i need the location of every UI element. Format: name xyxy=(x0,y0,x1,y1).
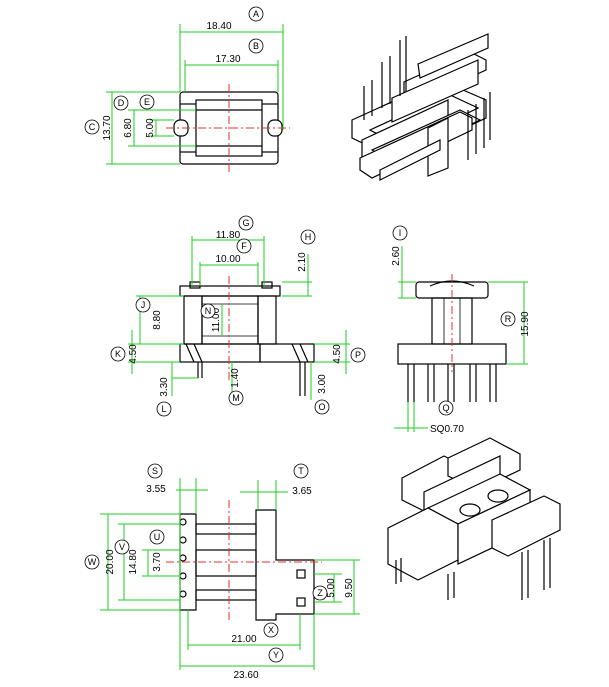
dim-M-value: 1.40 xyxy=(230,368,241,388)
dim-F-value: 10.00 xyxy=(215,254,240,265)
dim-D-badge: D xyxy=(118,98,125,108)
dim-S-badge: S xyxy=(152,466,158,476)
dim-G-value: 11.80 xyxy=(216,230,241,241)
dim-E-badge: E xyxy=(144,97,150,107)
dim-F-badge: F xyxy=(241,241,247,251)
dim-R-value: 15.90 xyxy=(520,311,531,336)
bottom-view: S 3.55 T 3.65 20.00 W 14.80 V 3.70 U Z 5… xyxy=(84,463,360,681)
dim-I-badge: I xyxy=(399,228,402,238)
dim-P-badge: P xyxy=(355,350,361,360)
dim-X-value: 21.00 xyxy=(231,634,256,645)
dim-Y-value: 23.60 xyxy=(233,670,258,681)
dim-M-badge: M xyxy=(232,393,240,403)
dim-W-value: 20.00 xyxy=(105,549,116,574)
dim-N-value: 11.00 xyxy=(211,307,222,332)
dim-Z-value: 5.00 xyxy=(326,578,337,598)
dim-C-value: 13.70 xyxy=(102,115,113,140)
dim-U-badge: U xyxy=(154,532,161,542)
dim-G-badge: G xyxy=(242,218,249,228)
dim-J-value: 8.80 xyxy=(152,310,163,330)
dim-P-value: 4.50 xyxy=(332,344,343,364)
dim-H-value: 2.10 xyxy=(297,252,308,272)
dim-R-badge: R xyxy=(505,314,512,324)
front-view: 11.80 G 10.00 F 2.10 H 8.80 J 11.00 N 4.… xyxy=(110,215,366,417)
dim-B-value: 17.30 xyxy=(215,54,240,65)
dim-C-badge: C xyxy=(89,122,96,132)
iso-view-bottom xyxy=(387,437,561,600)
dim-O-value: 3.00 xyxy=(317,374,328,394)
dim-S-value: 3.55 xyxy=(146,484,166,495)
dim-K-value: 4.50 xyxy=(128,344,139,364)
dim-N-badge: N xyxy=(205,306,212,316)
dim-A-value: 18.40 xyxy=(206,21,231,32)
dim-X-badge: X xyxy=(268,625,274,635)
dim-Y-badge: Y xyxy=(273,650,279,660)
dim-I-value: 2.60 xyxy=(391,246,402,266)
dim-J-badge: J xyxy=(141,300,146,310)
dim-E-value: 5.00 xyxy=(145,118,156,138)
iso-view-top xyxy=(351,33,491,181)
dim-L-badge: L xyxy=(161,404,166,414)
dim-D-value: 6.80 xyxy=(123,118,134,138)
dim-T-badge: T xyxy=(298,466,304,476)
dim-W-badge: W xyxy=(88,557,97,567)
dim-K-badge: K xyxy=(115,349,121,359)
side-view: 2.60 I 15.90 R Q SQ0.70 xyxy=(391,225,531,435)
dim-B-badge: B xyxy=(253,41,259,51)
dim-V-value: 14.80 xyxy=(128,549,139,574)
top-view: 18.40 A 17.30 B 13.70 C 6.80 D 5.00 E xyxy=(84,6,290,172)
dim-O-badge: O xyxy=(318,402,325,412)
dim-Q-badge: Q xyxy=(442,403,449,413)
dim-L-value: 3.30 xyxy=(159,377,170,397)
dim-H-badge: H xyxy=(305,232,312,242)
dim-V-badge: V xyxy=(119,542,125,552)
dim-Z2-value: 9.50 xyxy=(344,578,355,598)
dim-Q-value: SQ0.70 xyxy=(430,424,464,435)
dim-U-value: 3.70 xyxy=(152,552,163,572)
dim-A-badge: A xyxy=(253,9,259,19)
dim-Z-badge: Z xyxy=(317,588,323,598)
dim-T-value: 3.65 xyxy=(292,486,312,497)
